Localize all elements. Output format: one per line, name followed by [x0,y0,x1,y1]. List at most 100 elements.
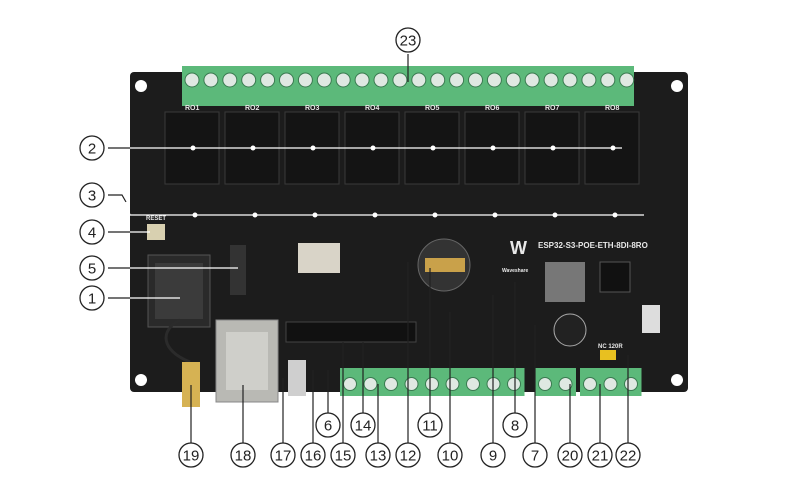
callout-number: 19 [183,448,200,465]
callout-15: 15 [330,442,356,468]
callout-14: 14 [350,412,376,438]
termination-label: NC 120R [598,344,623,350]
terminal-screw [603,377,618,391]
terminal-screw [507,377,521,391]
callout-number: 7 [531,448,539,465]
callout-number: 2 [88,141,96,158]
callout-7: 7 [522,442,548,468]
callout-number: 5 [88,261,96,278]
callout-number: 3 [88,188,96,205]
terminal-screw [343,377,357,391]
mount-hole [135,80,147,92]
terminal-screw [538,377,552,391]
reset-button[interactable] [147,224,165,240]
antenna-cable [164,318,191,364]
relay-label: RO7 [545,105,560,112]
terminal-screw [425,377,439,391]
relay-label: RO1 [185,105,200,112]
terminal-screw [203,72,219,88]
callout-13: 13 [365,442,391,468]
relay-label: RO5 [425,105,440,112]
termination-jumper[interactable] [600,350,616,360]
callout-number: 21 [592,448,609,465]
terminal-screw [466,377,480,391]
callout-number: 1 [88,291,96,308]
inductor [553,313,587,347]
flash-chip [298,243,340,273]
callout-9: 9 [480,442,506,468]
callout-21: 21 [587,442,613,468]
model-label: ESP32-S3-POE-ETH-8DI-8RO [538,241,648,250]
terminal-screw [316,72,332,88]
relay-label: RO8 [605,105,620,112]
mount-hole [671,80,683,92]
callout-18: 18 [230,442,256,468]
callout-number: 8 [511,418,519,435]
header-pins [230,245,246,295]
callout-1: 1 [79,285,105,311]
callout-12: 12 [395,442,421,468]
relay-terminal-block [182,66,635,106]
callout-19: 19 [178,442,204,468]
mount-hole [135,374,147,386]
terminal-screw [392,72,408,88]
callout-number: 10 [442,448,459,465]
terminal-screw [363,377,378,391]
callout-number: 22 [620,448,637,465]
terminal-screw [411,72,427,88]
callout-number: 6 [324,418,332,435]
terminal-screw [449,72,465,88]
brand-label: Waveshare [502,268,528,274]
callout-3: 3 [79,182,105,208]
terminal-screw [222,72,238,88]
terminal-screw [404,377,419,391]
usb-c-port [288,360,306,396]
callout-number: 4 [88,225,96,242]
terminal-screw [279,72,294,88]
callout-number: 16 [305,448,322,465]
callout-number: 15 [335,448,352,465]
callout-number: 23 [400,33,417,50]
callout-5: 5 [79,255,105,281]
terminal-screw [600,72,616,88]
terminal-screw [260,72,276,88]
callout-23: 23 [395,27,421,53]
callout-number: 18 [235,448,252,465]
terminal-screw [619,72,635,88]
terminal-screw [373,72,389,88]
waveshare-logo: W [510,238,527,258]
callout-number: 13 [370,448,387,465]
terminal-screw [581,72,597,88]
callout-number: 12 [400,448,417,465]
callout-10: 10 [437,442,463,468]
relay-label: RO3 [305,105,320,112]
callout-17: 17 [270,442,296,468]
terminal-screw [468,72,483,88]
terminal-screw [624,377,638,391]
terminal-screw [354,72,370,88]
callout-number: 11 [422,418,438,435]
callout-number: 9 [489,448,497,465]
battery-clip [425,258,465,272]
terminal-screw [297,72,313,88]
callout-16: 16 [300,442,326,468]
callout-number: 20 [562,448,579,465]
rs485-chip [599,261,631,293]
terminal-screw [335,72,351,88]
relay-label: RO2 [245,105,260,112]
terminal-screw [486,72,502,88]
callout-6: 6 [315,412,341,438]
terminal-screw [184,72,200,88]
terminal-screw [583,377,597,391]
callout-number: 14 [355,418,372,435]
terminal-screw [562,72,578,88]
power-module [545,262,585,302]
terminal-screw [445,377,460,391]
reset-label: RESET [146,216,166,222]
callout-8: 8 [502,412,528,438]
terminal-screw [558,377,573,391]
terminal-screw [384,377,398,391]
gpio-header [285,321,417,343]
ethernet-port-face [226,332,268,390]
